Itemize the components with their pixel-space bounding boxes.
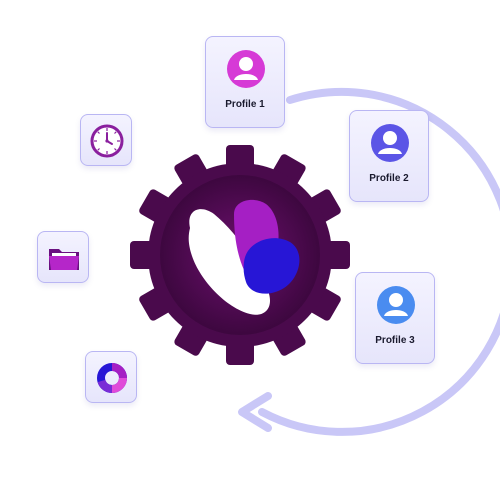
profile-card-3[interactable]: Profile 3	[355, 272, 435, 364]
clock-icon	[90, 124, 124, 158]
profile-label: Profile 3	[375, 335, 415, 346]
cycle-arrow-path	[258, 87, 500, 436]
profile-card-2[interactable]: Profile 2	[349, 110, 429, 202]
user-avatar-icon	[377, 286, 415, 324]
brand-logo	[188, 199, 300, 315]
logo-blue-petal	[243, 238, 300, 294]
clock-card[interactable]	[80, 114, 132, 166]
logo-white-petal	[188, 209, 271, 315]
folder-icon	[49, 249, 79, 270]
user-avatar-icon	[371, 124, 409, 162]
profile-label: Profile 1	[225, 99, 265, 110]
folder-card[interactable]	[37, 231, 89, 283]
user-avatar-icon	[227, 50, 265, 88]
donut-card[interactable]	[85, 351, 137, 403]
cycle-arrow-head	[238, 392, 272, 432]
donut-chart-icon	[97, 363, 127, 393]
profile-card-1[interactable]: Profile 1	[205, 36, 285, 128]
profile-label: Profile 2	[369, 173, 409, 184]
